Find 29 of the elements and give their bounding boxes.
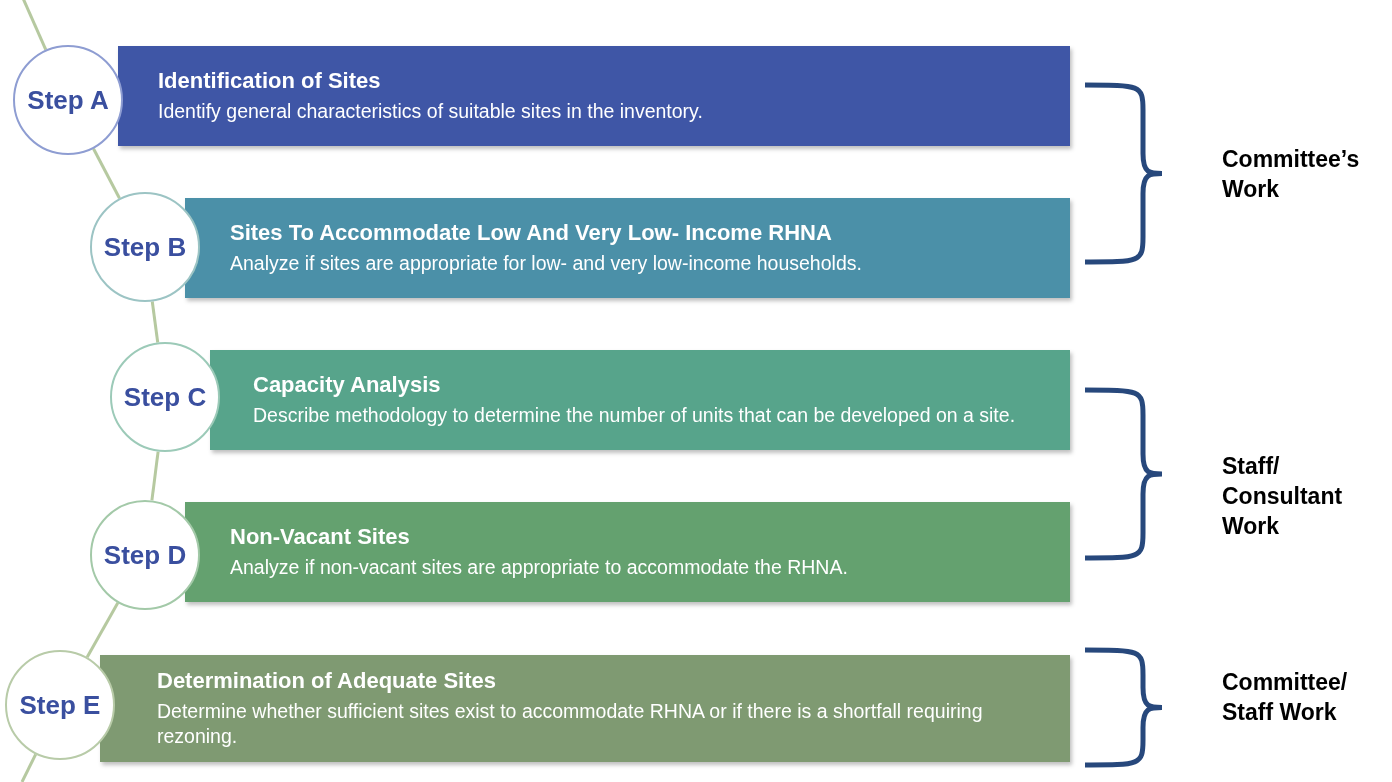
connector-line bbox=[92, 148, 121, 199]
step-bar bbox=[118, 46, 1070, 146]
connector-line bbox=[20, 753, 37, 782]
step-title: Determination of Adequate Sites bbox=[157, 667, 497, 693]
group-label: Committee/ Staff Work bbox=[1222, 668, 1349, 727]
step-description: Analyze if sites are appropriate for low- and very low-income households. bbox=[230, 250, 863, 276]
group-label: Committee’s Work bbox=[1222, 145, 1361, 204]
step-bar bbox=[185, 198, 1070, 298]
step-bar bbox=[185, 502, 1070, 602]
step-label: Step B bbox=[103, 231, 187, 263]
step-label: Step C bbox=[123, 381, 207, 413]
step-title: Identification of Sites bbox=[158, 67, 382, 93]
step-title: Non-Vacant Sites bbox=[230, 523, 411, 549]
connector-line bbox=[150, 451, 160, 501]
step-label: Step A bbox=[27, 84, 109, 116]
connector-line bbox=[85, 602, 120, 658]
step-bar bbox=[210, 350, 1070, 450]
step-bar bbox=[100, 655, 1070, 762]
step-label: Step D bbox=[103, 539, 187, 571]
step-title: Sites To Accommodate Low And Very Low- Income RHNA bbox=[230, 219, 833, 245]
connector-line bbox=[150, 301, 160, 343]
group-label: Staff/ Consultant Work bbox=[1222, 452, 1344, 541]
step-description: Identify general characteristics of suitable sites in the inventory. bbox=[158, 98, 704, 124]
step-description: Determine whether sufficient sites exist to accommodate RHNA or if there is a shortfall requiring rezoning. bbox=[157, 698, 984, 750]
step-description: Analyze if non-vacant sites are appropriate to accommodate the RHNA. bbox=[230, 554, 849, 580]
step-title: Capacity Analysis bbox=[253, 371, 442, 397]
step-description: Describe methodology to determine the number of units that can be developed on a site. bbox=[253, 402, 1017, 428]
step-label: Step E bbox=[19, 689, 101, 721]
connector-line bbox=[20, 0, 48, 51]
